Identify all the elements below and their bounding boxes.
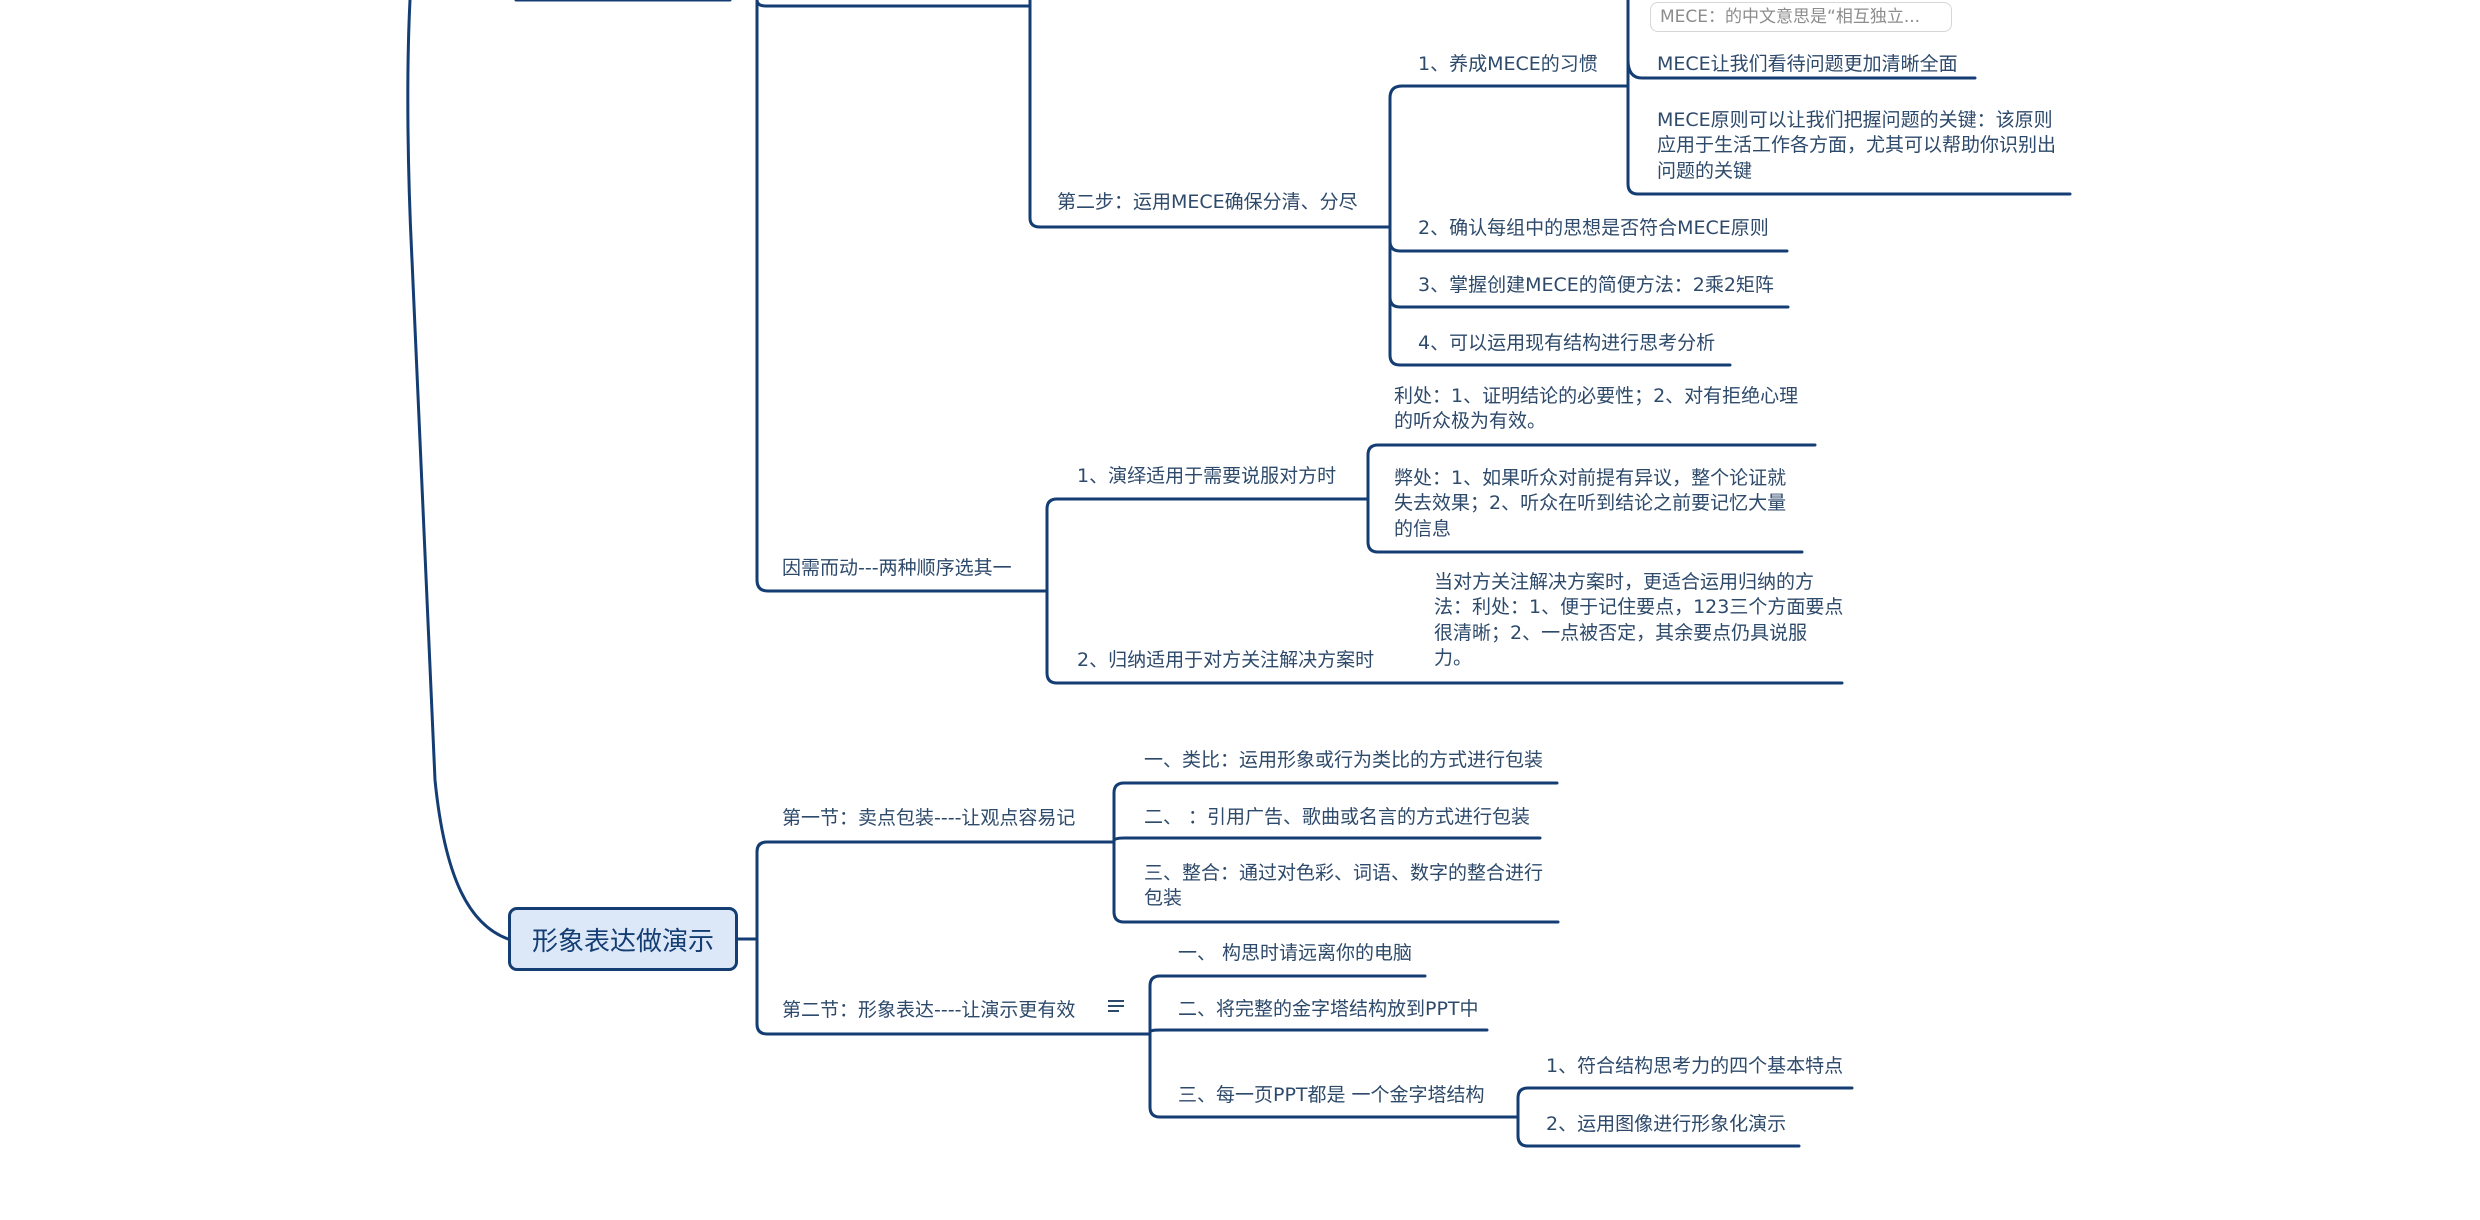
mece-habit-node[interactable]: 1、养成MECE的习惯 [1418,53,1598,75]
order-choice-node[interactable]: 因需而动---两种顺序选其一 [782,557,1012,579]
mece-matrix-node[interactable]: 3、掌握创建MECE的简便方法：2乘2矩阵 [1418,274,1774,296]
note-lines-icon[interactable] [1108,1000,1124,1014]
section2-bracket [1148,974,1427,1036]
mece-confirm-node[interactable]: 2、确认每组中的思想是否符合MECE原则 [1418,217,1769,239]
deduction-bracket [1366,443,1817,501]
away-from-computer-node[interactable]: 一、 构思时请远离你的电脑 [1178,942,1413,964]
mece-existing-structure-node[interactable]: 4、可以运用现有结构进行思考分析 [1418,332,1716,354]
induction-node[interactable]: 2、归纳适用于对方关注解决方案时 [1077,649,1375,671]
analogy-node[interactable]: 一、类比：运用形象或行为类比的方式进行包装 [1144,749,1544,771]
deduction-pros-node[interactable]: 利处：1、证明结论的必要性；2、对有拒绝心理的听众极为有效。 [1394,385,1799,433]
image-demo-node[interactable]: 2、运用图像进行形象化演示 [1546,1113,1787,1135]
pyramid-ppt-node[interactable]: 二、将完整的金字塔结构放到PPT中 [1178,998,1479,1020]
mece-note-pill[interactable]: MECE：的中文意思是“相互独立... [1650,2,1952,32]
root-topic-node[interactable]: 形象表达做演示 [508,907,738,971]
section1-node[interactable]: 第一节：卖点包装----让观点容易记 [782,807,1076,829]
induction-detail-node[interactable]: 当对方关注解决方案时，更适合运用归纳的方法：利处：1、便于记住要点，123三个方… [1434,571,1844,670]
sections-bracket [755,840,1116,941]
order-bracket [1045,497,1370,593]
quote-node[interactable]: 二、 ：引用广告、歌曲或名言的方式进行包装 [1144,806,1531,828]
mece-comprehensive-node[interactable]: MECE让我们看待问题更加清晰全面 [1657,53,1958,75]
four-traits-node[interactable]: 1、符合结构思考力的四个基本特点 [1546,1055,1844,1077]
integrate-node[interactable]: 三、整合：通过对色彩、词语、数字的整合进行包装 [1144,862,1544,910]
step2-spine [1028,0,1392,229]
upper-spine [755,0,1049,593]
each-page-bracket [1516,1086,1854,1119]
step2-mece-node[interactable]: 第二步：运用MECE确保分清、分尽 [1057,191,1358,213]
deduction-node[interactable]: 1、演绎适用于需要说服对方时 [1077,465,1337,487]
mece-key-problem-node[interactable]: MECE原则可以让我们把握问题的关键：该原则应用于生活工作各方面，尤其可以帮助你… [1657,109,2057,182]
section1-bracket [1112,781,1559,844]
section2-node[interactable]: 第二节：形象表达----让演示更有效 [782,999,1076,1021]
root-trunk-line [406,0,510,941]
step2-bracket [1388,84,1630,229]
deduction-cons-node[interactable]: 弊处：1、如果听众对前提有异议，整个论证就失去效果；2、听众在听到结论之前要记忆… [1394,467,1787,540]
each-page-pyramid-node[interactable]: 三、每一页PPT都是 一个金字塔结构 [1178,1084,1485,1106]
upper-spine-top-link [755,0,1032,8]
